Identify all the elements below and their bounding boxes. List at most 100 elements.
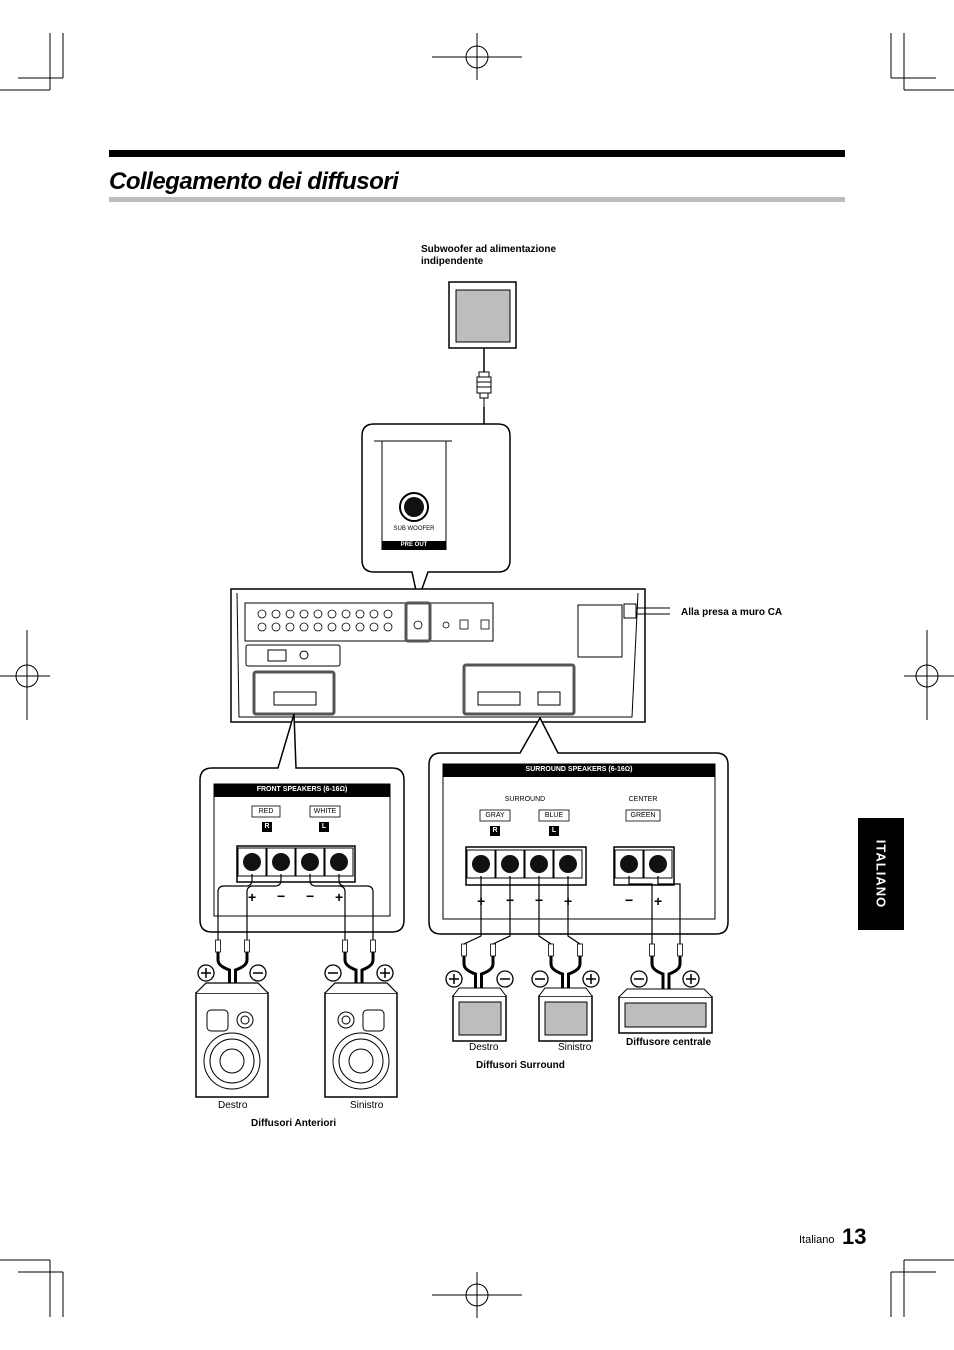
page-title: Collegamento dei diffusori	[109, 168, 399, 195]
rca-jack	[299, 609, 309, 619]
rca-jack	[341, 609, 351, 619]
surround-left-color-label: BLUE	[544, 812, 564, 819]
terminal-post	[272, 853, 290, 871]
speaker-wire	[657, 876, 681, 944]
speaker-wire	[309, 874, 346, 940]
terminal-post	[472, 855, 490, 873]
surround-left-minus-sign: −	[535, 892, 544, 908]
surround-r-badge: R	[492, 827, 498, 834]
surround-right-plus-sign: +	[477, 893, 486, 909]
center-minus-sign: −	[625, 892, 634, 908]
center-section-label: CENTER	[628, 796, 658, 803]
speaker-wire	[338, 874, 374, 940]
front-r-badge: R	[264, 823, 270, 830]
front-l-badge: L	[321, 823, 327, 830]
rca-plug-icon	[476, 371, 492, 407]
rca-jack	[327, 622, 337, 632]
speaker-lead	[234, 952, 249, 984]
receiver-back-panel	[230, 588, 670, 723]
language-side-tab: ITALIANO	[858, 818, 904, 930]
front-right-plus-sign: +	[248, 889, 257, 905]
front-group-caption: Diffusori Anteriori	[251, 1118, 337, 1129]
subwoofer-label-line2: indipendente	[421, 256, 484, 267]
page-number: 13	[842, 1224, 867, 1249]
wire-tip	[370, 939, 376, 953]
pre-out-label: PRE OUT	[400, 542, 428, 548]
speaker-lead	[567, 956, 582, 989]
sub-woofer-jack-label: SUB WOOFER	[393, 526, 435, 532]
wire-tip	[342, 939, 348, 953]
speaker-lead	[216, 952, 231, 984]
title-bar	[109, 150, 845, 157]
rca-jack	[442, 621, 450, 629]
rca-jack	[413, 620, 423, 630]
ac-outlet-label: Alla presa a muro CA	[681, 607, 783, 618]
surround-panel-header: SURROUND SPEAKERS (6-16Ω)	[525, 766, 633, 773]
wire-tip	[577, 943, 583, 957]
surround-section-label: SURROUND	[504, 796, 546, 803]
rca-jack	[383, 609, 393, 619]
wire-tip	[490, 943, 496, 957]
speaker-wire	[217, 874, 253, 940]
front-left-caption: Sinistro	[350, 1100, 384, 1111]
front-panel-header: FRONT SPEAKERS (6-16Ω)	[256, 786, 348, 793]
wire-tip	[548, 943, 554, 957]
rca-jack	[341, 622, 351, 632]
front-right-speaker-icon	[195, 982, 269, 1098]
speaker-wire	[463, 876, 482, 945]
rca-jack	[355, 622, 365, 632]
surround-right-minus-sign: −	[506, 892, 515, 908]
rca-jack	[257, 609, 267, 619]
rca-jack	[299, 622, 309, 632]
zoom-callout	[361, 423, 511, 603]
surround-left-speaker-icon	[538, 987, 593, 1042]
subwoofer-icon	[448, 281, 517, 349]
surround-l-badge: L	[551, 827, 557, 834]
front-left-plus-sign: +	[335, 889, 344, 905]
wire-tip	[677, 943, 683, 957]
front-right-color-label: RED	[258, 808, 274, 815]
speaker-lead	[343, 952, 358, 984]
front-left-minus-sign: −	[306, 888, 315, 904]
speaker-terminal	[237, 847, 267, 877]
title-rule	[109, 197, 845, 202]
rca-jack	[313, 622, 323, 632]
speaker-wire	[538, 876, 552, 945]
speaker-wire	[628, 876, 653, 944]
terminal-post	[559, 855, 577, 873]
rca-jack	[369, 609, 379, 619]
front-right-caption: Destro	[218, 1100, 248, 1111]
surround-right-caption: Destro	[469, 1042, 499, 1053]
speaker-lead	[480, 956, 495, 989]
terminal-post	[330, 853, 348, 871]
surround-left-plus-sign: +	[564, 893, 573, 909]
optical-port	[480, 619, 490, 630]
subwoofer-label: Subwoofer ad alimentazione	[421, 244, 557, 255]
speaker-lead	[360, 952, 375, 984]
center-color-label: GREEN	[630, 812, 656, 819]
terminal-post	[243, 853, 261, 871]
center-plus-sign: +	[654, 893, 663, 909]
speaker-lead	[549, 956, 564, 989]
optical-port	[459, 619, 469, 630]
wire-tip	[244, 939, 250, 953]
rca-jack	[355, 609, 365, 619]
speaker-terminal	[553, 849, 583, 879]
terminal-post	[620, 855, 638, 873]
rca-jack	[313, 609, 323, 619]
front-left-color-label: WHITE	[313, 808, 337, 815]
speaker-wire	[492, 876, 511, 945]
rca-jack	[285, 622, 295, 632]
surround-right-speaker-icon	[452, 987, 507, 1042]
front-right-minus-sign: −	[277, 888, 286, 904]
wire-tip	[649, 943, 655, 957]
speaker-lead	[667, 956, 682, 990]
rca-jack	[271, 609, 281, 619]
terminal-post	[649, 855, 667, 873]
rca-jack	[285, 609, 295, 619]
rca-jack	[257, 622, 267, 632]
terminal-post	[501, 855, 519, 873]
side-tab-label: ITALIANO	[873, 839, 889, 909]
